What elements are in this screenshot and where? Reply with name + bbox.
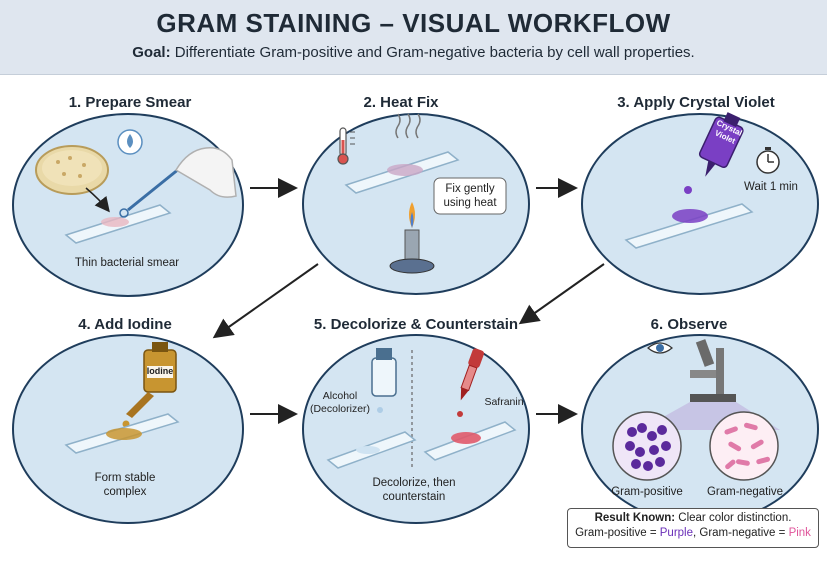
gram-positive-view-icon	[612, 411, 682, 481]
step-1-title: 1. Prepare Smear	[68, 94, 192, 111]
slide-icon	[64, 204, 172, 244]
result-line-2: Gram-positive = Purple, Gram-negative = …	[568, 526, 818, 541]
safranin-dropper-icon	[457, 348, 485, 417]
slide-icon	[326, 431, 417, 469]
goal-label: Goal:	[132, 44, 171, 61]
arrow-3-to-5	[518, 263, 605, 325]
arrow-2-to-4	[212, 263, 319, 339]
alcohol-label: Alcohol (Decolorizer)	[306, 390, 374, 416]
step-2-caption-line-2: using heat	[443, 197, 497, 210]
step-4-circle	[12, 334, 244, 524]
droplet-icon	[117, 129, 143, 155]
bunsen-burner-icon	[389, 202, 435, 274]
gram-negative-view-icon	[709, 411, 779, 481]
step-3-title: 3. Apply Crystal Violet	[617, 94, 775, 111]
step-5-caption-line-1: Decolorize, then	[372, 477, 456, 489]
result-pos-prefix: Gram-positive =	[575, 526, 660, 539]
result-pos-color: Purple	[659, 526, 693, 539]
timer-icon	[756, 147, 780, 174]
alcohol-label-line-2: (Decolorizer)	[309, 403, 371, 416]
heat-fix-callout-box	[433, 177, 507, 215]
step-4-title: 4. Add Iodine	[78, 316, 172, 333]
result-line-1: Result Known: Clear color distinction.	[568, 511, 818, 526]
slide-icon	[344, 151, 460, 194]
microscope-icon	[690, 339, 736, 402]
step-2-caption-line-1: Fix gently	[445, 183, 495, 195]
safranin-label: Safranin	[484, 396, 524, 408]
iodine-bottle-icon	[122, 342, 177, 428]
page-title: GRAM STAINING – VISUAL WORKFLOW	[156, 8, 671, 38]
step-5-caption-line-2: counterstain	[382, 491, 446, 504]
alcohol-label-line-1: Alcohol	[322, 390, 358, 402]
step-5-title: 5. Decolorize & Counterstain	[313, 316, 519, 333]
gram-positive-label: Gram-positive	[611, 486, 683, 498]
result-neg-color: Pink	[788, 526, 811, 539]
iodine-bottle-label: Iodine	[146, 366, 174, 376]
step-4-caption-line-1: Form stable	[94, 472, 156, 484]
step-2-title: 2. Heat Fix	[363, 94, 439, 111]
goal-line: Goal: Differentiate Gram-positive and Gr…	[0, 44, 827, 61]
result-label: Result Known:	[594, 512, 676, 524]
step-3-circle	[581, 113, 819, 295]
slide-icon	[64, 413, 180, 454]
step-1-caption: Thin bacterial smear	[74, 257, 180, 269]
hand-icon	[174, 147, 237, 198]
gram-negative-label: Gram-negative	[706, 486, 784, 498]
step-4-caption-line-2: complex	[103, 486, 147, 499]
eye-icon	[647, 342, 673, 354]
slide-icon	[423, 421, 517, 461]
crystal-violet-bottle-icon	[684, 112, 744, 194]
header-banner: GRAM STAINING – VISUAL WORKFLOW Goal: Di…	[0, 0, 827, 75]
step-5-caption: Decolorize, then counterstain	[352, 476, 476, 505]
step-2-caption: Fix gently using heat	[434, 182, 506, 211]
slide-icon	[624, 203, 754, 249]
heat-waves-icon	[395, 113, 421, 139]
goal-text: Differentiate Gram-positive and Gram-neg…	[174, 44, 695, 61]
step-6-title: 6. Observe	[650, 316, 728, 333]
timer-label: Wait 1 min	[744, 181, 798, 193]
alcohol-bottle-icon	[371, 348, 397, 413]
result-separator: , Gram-negative =	[693, 526, 789, 539]
thermometer-icon	[337, 127, 355, 165]
step-4-caption: Form stable complex	[70, 471, 180, 500]
petri-dish-icon	[35, 145, 109, 195]
result-box: Result Known: Clear color distinction. G…	[567, 508, 819, 548]
result-text: Clear color distinction.	[678, 512, 792, 524]
